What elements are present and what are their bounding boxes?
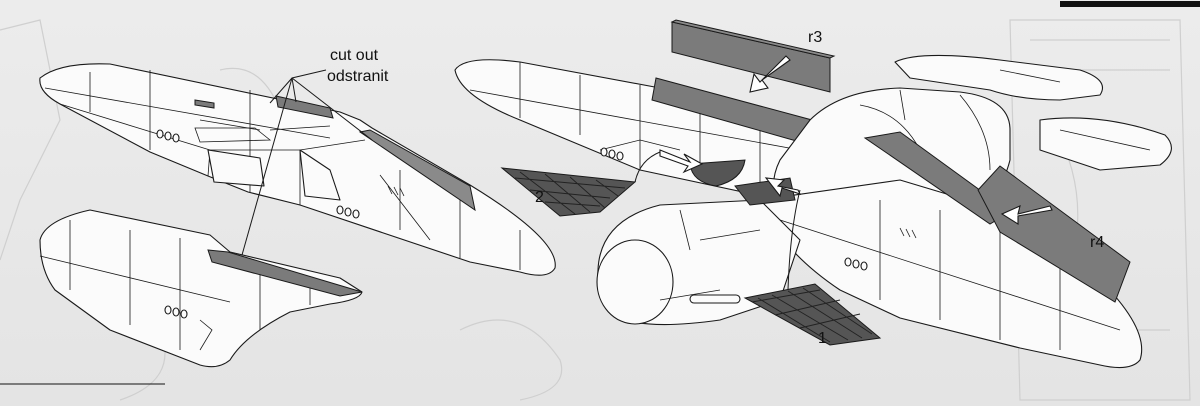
- arrow-part-1: [764, 177, 802, 198]
- arrow-r3: [749, 55, 791, 93]
- label-r4: r4: [1090, 234, 1104, 251]
- cut-out-leader-lines: [241, 69, 373, 256]
- gun-port-cluster-a: [156, 129, 360, 219]
- part-r4: [977, 165, 1131, 303]
- part-1-etched-door: [743, 177, 882, 346]
- label-cut-out: cut out: [330, 47, 379, 64]
- part-r3: [670, 19, 836, 93]
- arrow-part-2: [659, 149, 704, 174]
- arrow-r4: [1000, 205, 1053, 225]
- label-part-2: 2: [535, 189, 544, 206]
- small-slot-panels: [194, 99, 405, 197]
- label-part-1: 1: [818, 330, 827, 347]
- right-airframe: [454, 54, 1172, 369]
- label-odstranit: odstranit: [327, 68, 389, 85]
- label-r3: r3: [808, 29, 822, 46]
- left-wing-lower: [39, 209, 363, 368]
- left-wing-upper: [39, 63, 556, 276]
- part-2-etched-door: [500, 149, 704, 217]
